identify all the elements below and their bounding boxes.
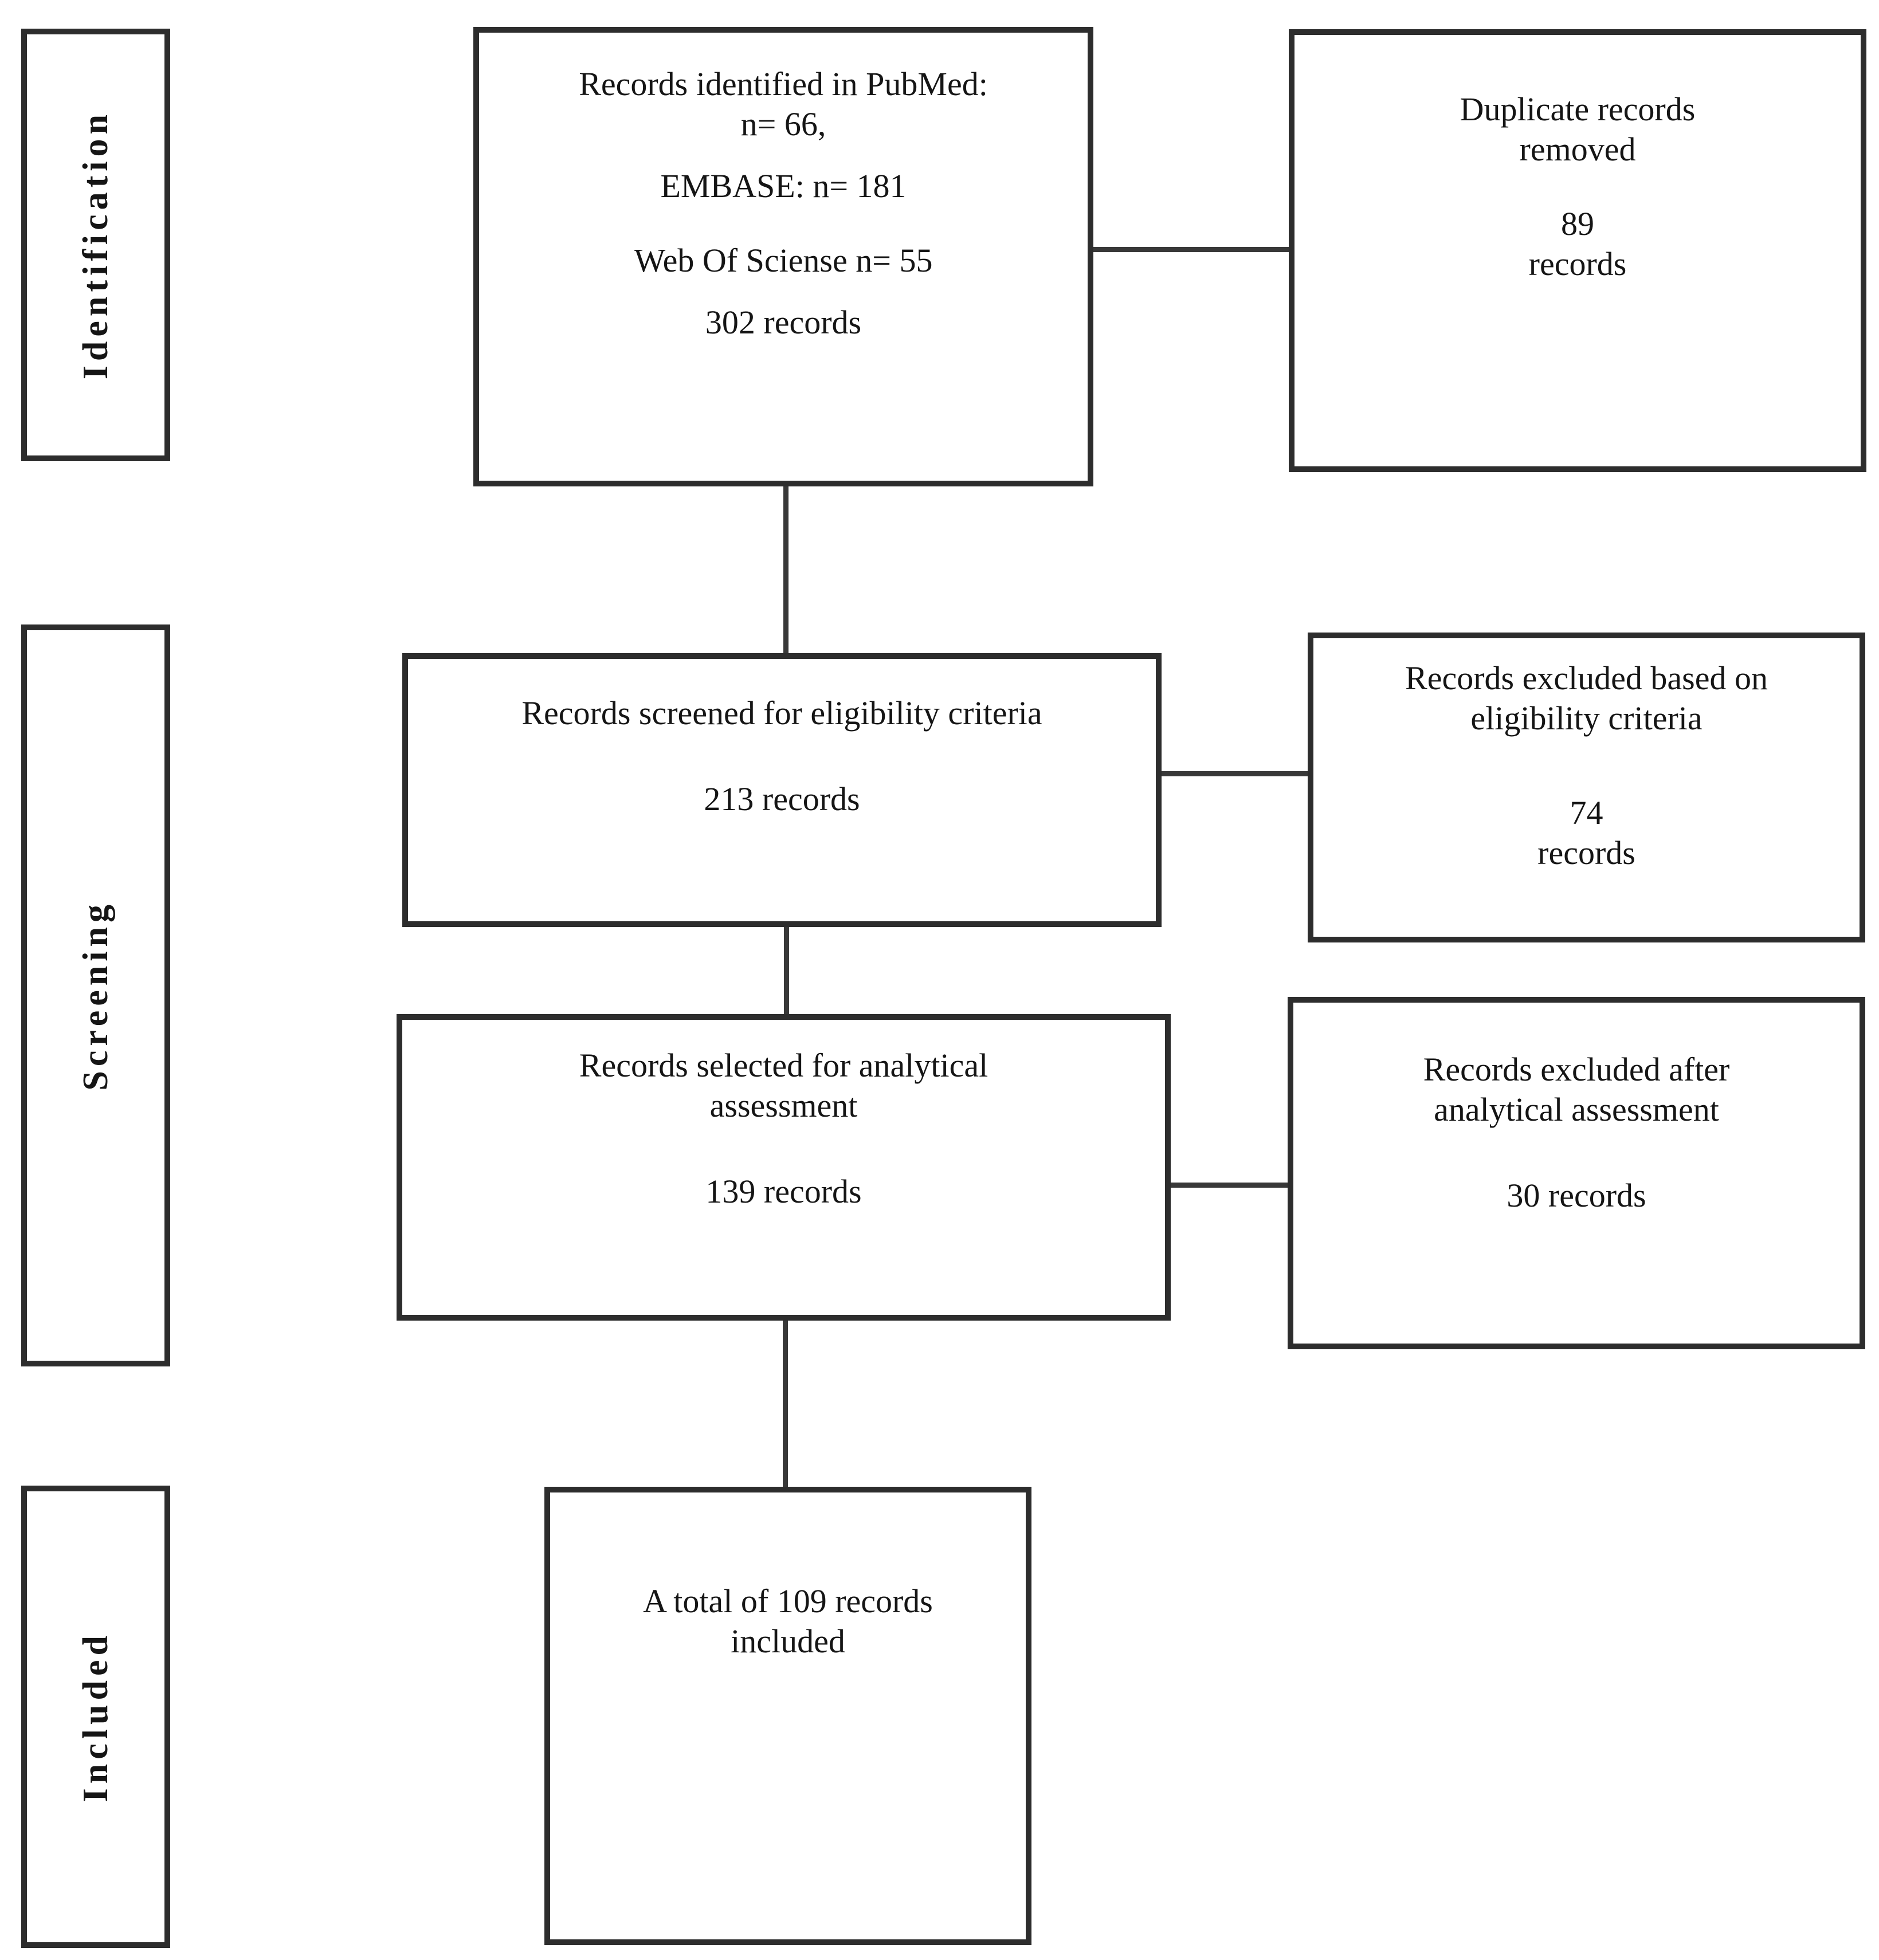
box-text-line: Records screened for eligibility criteri…: [521, 694, 1042, 732]
stage-label-included-text: Included: [76, 1631, 115, 1802]
box-text-line: removed: [1519, 131, 1636, 168]
connector-identified-to-duplicates: [1091, 247, 1292, 252]
box-records-excluded-analytical: Records excluded after analytical assess…: [1288, 997, 1865, 1349]
box-duplicate-records-removed: Duplicate records removed 89 records: [1289, 29, 1866, 472]
box-records-excluded-eligibility: Records excluded based on eligibility cr…: [1308, 633, 1865, 942]
connector-identified-to-screened: [783, 484, 789, 656]
box-text-line: 30 records: [1507, 1177, 1646, 1214]
box-text-line: 89: [1561, 205, 1594, 242]
box-text-line: Records excluded after: [1423, 1051, 1730, 1088]
box-text-line: records: [1537, 834, 1635, 871]
stage-label-included: Included: [21, 1486, 170, 1948]
box-text-line: assessment: [709, 1087, 858, 1124]
connector-selected-to-excluded: [1168, 1183, 1290, 1188]
box-text-line: EMBASE: n= 181: [660, 167, 907, 205]
box-text-line: analytical assessment: [1434, 1091, 1719, 1128]
box-text-line: Web Of Sciense n= 55: [634, 242, 933, 279]
connector-screened-to-excluded: [1159, 771, 1311, 776]
box-text-line: A total of 109 records: [643, 1582, 933, 1620]
box-records-selected: Records selected for analytical assessme…: [397, 1014, 1171, 1321]
box-text-line: included: [731, 1623, 845, 1660]
box-text-line: Records identified in PubMed:: [579, 65, 988, 103]
box-text-line: Duplicate records: [1460, 91, 1696, 128]
stage-label-screening-text: Screening: [76, 900, 115, 1091]
stage-label-identification: Identification: [21, 29, 170, 461]
box-text-line: 139 records: [705, 1173, 862, 1210]
box-records-identified: Records identified in PubMed: n= 66, EMB…: [473, 27, 1093, 486]
box-text-line: 74: [1570, 794, 1603, 831]
box-records-screened: Records screened for eligibility criteri…: [402, 653, 1162, 927]
box-text-line: eligibility criteria: [1470, 700, 1703, 737]
box-text-line: Records selected for analytical: [579, 1047, 988, 1084]
connector-selected-to-included: [783, 1318, 788, 1489]
box-text-line: n= 66,: [740, 105, 826, 143]
box-total-included: A total of 109 records included: [544, 1487, 1031, 1945]
box-text-line: Records excluded based on: [1405, 659, 1768, 697]
stage-label-identification-text: Identification: [76, 110, 115, 380]
box-text-line: records: [1528, 245, 1627, 282]
stage-label-screening: Screening: [21, 624, 170, 1366]
box-text-line: 213 records: [704, 780, 860, 818]
box-text-line: 302 records: [705, 304, 862, 341]
connector-screened-to-selected: [784, 925, 789, 1016]
